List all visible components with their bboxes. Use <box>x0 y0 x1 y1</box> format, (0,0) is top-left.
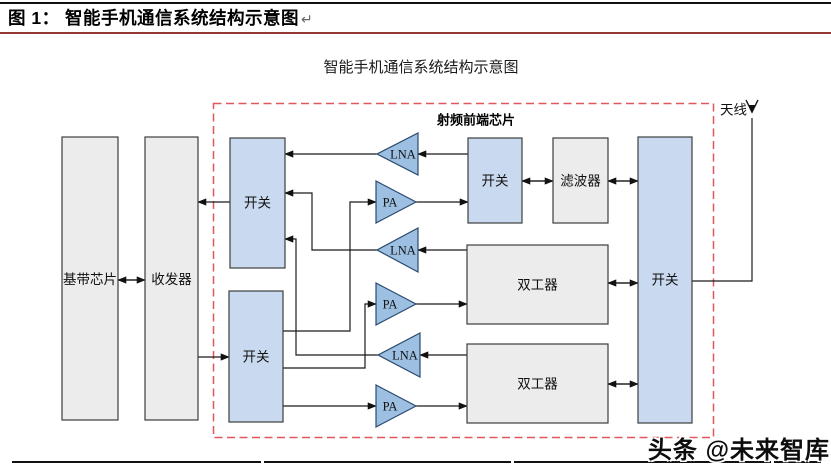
caption-underline-rule <box>0 32 831 34</box>
top-border-rule <box>0 2 831 4</box>
block-baseband-label: 基带芯片 <box>63 271 117 287</box>
amp-lna-2 <box>375 226 419 274</box>
amp-lna-2-label: LNA <box>390 244 416 258</box>
block-filter <box>552 137 609 224</box>
block-switch-1 <box>229 137 286 269</box>
antenna-icon <box>745 99 759 114</box>
figure-caption: 图 1： 智能手机通信系统结构示意图↵ <box>8 5 313 30</box>
amp-lna-1-label: LNA <box>390 148 416 162</box>
diagram-title: 智能手机通信系统结构示意图 <box>323 58 518 76</box>
amp-lna-1 <box>375 132 419 176</box>
amp-pa-3-label: PA <box>383 400 398 414</box>
amp-pa-1 <box>375 180 418 224</box>
amp-pa-1-label: PA <box>383 196 398 210</box>
amp-pa-3 <box>375 384 418 428</box>
block-antenna-switch-label: 开关 <box>652 273 679 288</box>
watermark: 头条 @未来智库 <box>647 437 830 464</box>
figure-caption-text: 图 1： 智能手机通信系统结构示意图 <box>8 8 299 28</box>
connection-lines <box>117 118 753 410</box>
rf-frontend-dashed-border <box>212 102 715 439</box>
wire-switch2-pa2 <box>283 300 377 369</box>
block-transceiver-label: 收发器 <box>151 272 192 287</box>
amp-lna-3-label: LNA <box>392 349 418 363</box>
wire-lna3-switch1 <box>284 235 378 356</box>
block-rf-switch-label: 开关 <box>482 174 509 189</box>
wire-lna2-switch1 <box>284 189 377 251</box>
amp-pa-2-label: PA <box>383 298 398 312</box>
block-rf-switch <box>467 137 523 224</box>
block-switch-2-label: 开关 <box>243 350 270 365</box>
antenna-label: 天线 <box>720 103 747 118</box>
amp-lna-3 <box>376 332 421 378</box>
block-duplexer-2-label: 双工器 <box>517 377 558 392</box>
block-duplexer-1 <box>466 244 609 325</box>
rf-frontend-label: 射频前端芯片 <box>436 113 515 128</box>
amp-pa-2 <box>375 282 418 326</box>
wire-antswitch-antenna <box>692 118 753 282</box>
wire-switch2-pa1 <box>283 198 377 332</box>
paragraph-return-icon: ↵ <box>300 11 314 27</box>
block-duplexer-2 <box>466 343 609 424</box>
block-filter-label: 滤波器 <box>560 174 601 189</box>
block-antenna-switch <box>637 136 693 424</box>
block-duplexer-1-label: 双工器 <box>517 278 558 293</box>
block-switch-2 <box>228 290 284 423</box>
block-baseband <box>61 136 119 421</box>
block-switch-1-label: 开关 <box>244 196 271 211</box>
block-transceiver <box>144 136 199 421</box>
